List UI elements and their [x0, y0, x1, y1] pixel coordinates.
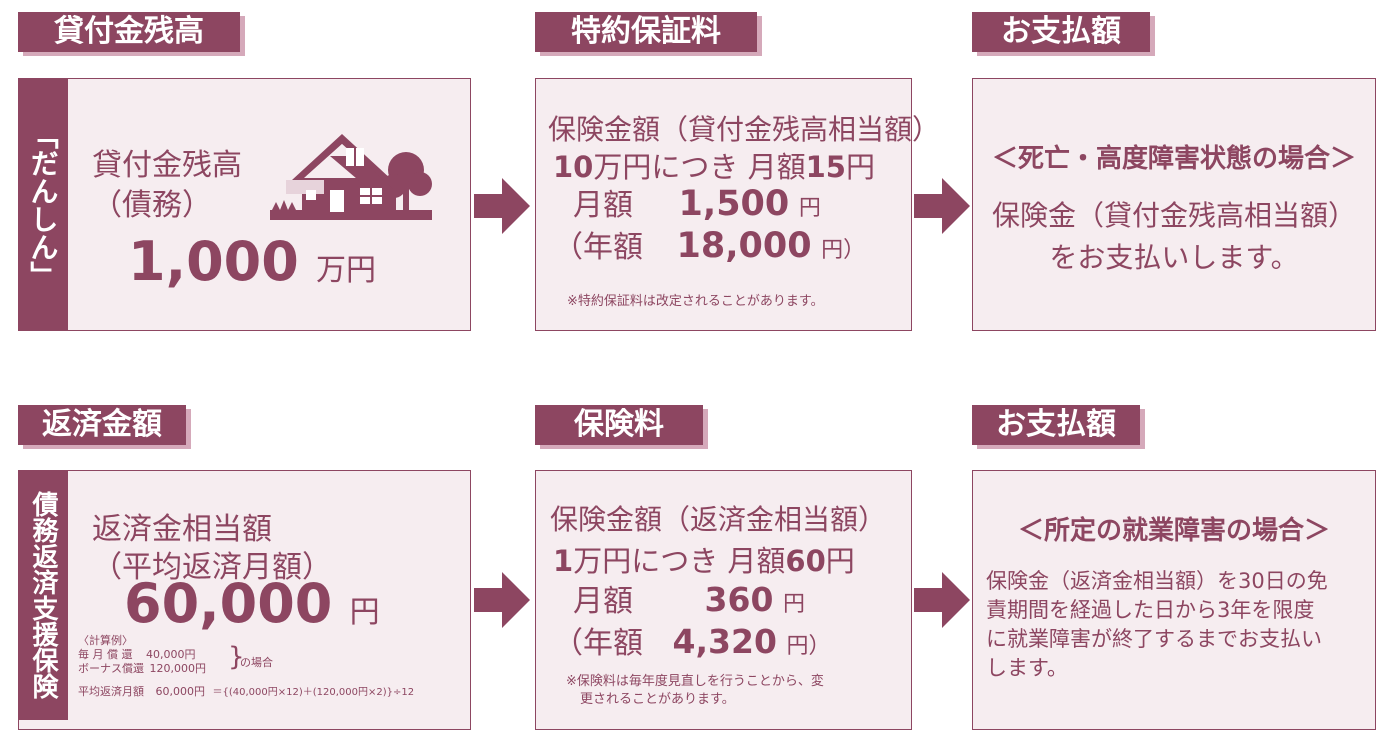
arrow-right-icon — [474, 178, 530, 234]
calc-row3-label: 平均返済月額 — [78, 685, 144, 698]
fee-monthly-unit: 円 — [798, 196, 821, 221]
calc-row3-value: 60,000円 — [155, 685, 206, 698]
premium-insured-amount: 保険金額（返済金相当額） — [550, 503, 887, 536]
balance-amount-value: 1,000 — [128, 230, 299, 293]
repayment-box — [18, 470, 471, 730]
calc-row2: ボーナス償還 120,000円 — [78, 660, 206, 676]
fee-yearly-value: 18,000 — [676, 226, 812, 266]
balance-label-line2: （債務） — [92, 188, 212, 223]
calc-case: の場合 — [240, 656, 273, 669]
fee-yearly-unit: 円） — [821, 238, 866, 263]
arrow-right-icon — [914, 572, 970, 628]
premium-rate-unit: 円 — [825, 544, 855, 578]
repay-label-line1: 返済金相当額 — [92, 512, 272, 547]
arrow-right-icon — [474, 572, 530, 628]
tab-loan-balance: 貸付金残高 — [18, 12, 240, 52]
payment-death-line1: 保険金（貸付金残高相当額） — [991, 199, 1356, 232]
premium-rate-mid: 万円につき 月額 — [573, 544, 786, 578]
house-icon — [270, 134, 432, 220]
tab-payment-amount: お支払額 — [972, 12, 1150, 52]
tab-payment-amount-2: お支払額 — [972, 405, 1140, 445]
repay-label-line2: （平均返済月額） — [92, 550, 332, 585]
repay-amount: 60,000 円 — [124, 574, 380, 643]
payment-death-line2: をお支払いします。 — [1049, 241, 1299, 274]
calc-title: 〈計算例〉 — [78, 634, 133, 647]
fee-rate: 10万円につき 月額15円 — [553, 144, 875, 186]
fee-insured-amount: 保険金額（貸付金残高相当額） — [548, 113, 941, 146]
premium-monthly: 月額 360 円 — [573, 576, 805, 620]
tab-premium: 保険料 — [535, 405, 703, 445]
calc-brace: } — [228, 642, 245, 672]
premium-monthly-label: 月額 — [573, 584, 633, 619]
payment-disability-heading: ＜所定の就業障害の場合＞ — [1017, 516, 1330, 546]
payment-death-box — [972, 78, 1376, 331]
repay-amount-value: 60,000 — [124, 572, 333, 635]
premium-yearly-label: （年額 — [553, 626, 643, 661]
calc-row1-label: 毎 月 償 還 — [78, 648, 133, 661]
fee-rate-value: 15 — [805, 150, 846, 184]
fee-rate-unit: 円 — [845, 150, 875, 184]
tab-guarantee-fee: 特約保証料 — [535, 12, 757, 52]
calc-row3: 平均返済月額 60,000円 ＝{(40,000円×12)＋(120,000円×… — [78, 683, 414, 699]
premium-yearly-value: 4,320 — [672, 622, 777, 661]
side-label-repayment-insurance: 債務返済支援保険 — [18, 470, 68, 720]
calc-formula: ＝{(40,000円×12)＋(120,000円×2)}÷12 — [212, 687, 415, 698]
premium-rate-base: 1 — [553, 544, 574, 578]
premium-rate-value: 60 — [785, 544, 826, 578]
calc-row2-value: 120,000円 — [149, 662, 207, 675]
premium-rate: 1万円につき 月額60円 — [553, 538, 855, 580]
calc-row2-label: ボーナス償還 — [78, 662, 144, 675]
fee-rate-base: 10 — [553, 150, 594, 184]
fee-monthly-label: 月額 — [573, 188, 633, 223]
fee-note: ※特約保証料は改定されることがあります。 — [567, 294, 824, 309]
payment-disability-line3: に就業障害が終了するまでお支払い — [986, 627, 1322, 651]
balance-amount-unit: 万円 — [315, 253, 376, 288]
tab-repayment-amount: 返済金額 — [18, 405, 186, 445]
fee-monthly-value: 1,500 — [678, 184, 790, 224]
premium-yearly-unit: 円） — [786, 634, 831, 659]
premium-box — [535, 470, 912, 730]
side-label-danshin: 「だんしん」 — [18, 78, 68, 331]
premium-note-line1: ※保険料は毎年度見直しを行うことから、変 — [566, 674, 824, 689]
premium-yearly: （年額 4,320 円） — [553, 618, 831, 662]
arrow-right-icon — [914, 178, 970, 234]
calc-row1: 毎 月 償 還 40,000円 — [78, 646, 196, 662]
payment-disability-line4: します。 — [986, 656, 1068, 680]
premium-monthly-unit: 円 — [782, 592, 805, 617]
fee-monthly: 月額 1,500 円 — [573, 180, 821, 224]
payment-disability-line1: 保険金（返済金相当額）を30日の免 — [986, 569, 1328, 593]
premium-monthly-value: 360 — [704, 580, 774, 619]
balance-label-line1: 貸付金残高 — [92, 148, 242, 183]
guarantee-fee-box — [535, 78, 912, 331]
calc-row1-value: 40,000円 — [146, 648, 196, 661]
fee-yearly-label: （年額 — [553, 230, 643, 265]
fee-yearly: （年額 18,000 円） — [553, 222, 865, 266]
repay-amount-unit: 円 — [349, 595, 380, 630]
payment-disability-line2: 責期間を経過した日から3年を限度 — [986, 598, 1315, 622]
fee-rate-mid: 万円につき 月額 — [593, 150, 806, 184]
payment-disability-box — [972, 470, 1376, 730]
premium-note-line2: 更されることがあります。 — [580, 692, 735, 707]
payment-death-heading: ＜死亡・高度障害状態の場合＞ — [991, 144, 1356, 174]
balance-amount: 1,000 万円 — [128, 232, 376, 301]
